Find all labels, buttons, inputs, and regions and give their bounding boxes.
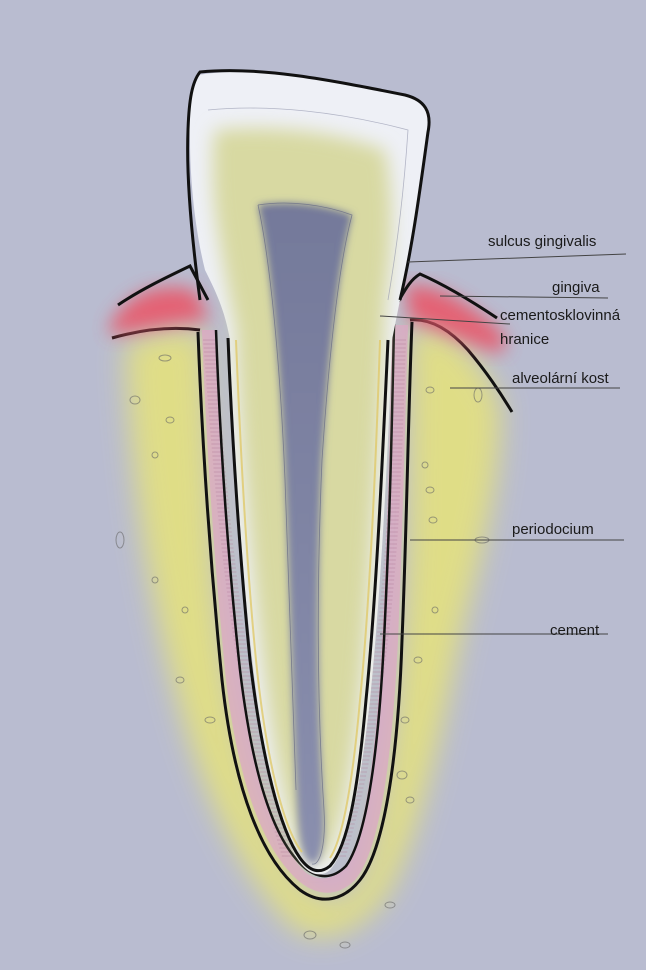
label-cej-line2: hranice	[500, 331, 549, 348]
label-alveolar-bone: alveolární kost	[512, 370, 610, 387]
label-cement: cement	[550, 622, 600, 639]
label-sulcus-gingivalis: sulcus gingivalis	[488, 233, 596, 250]
label-gingiva: gingiva	[552, 279, 600, 296]
label-cej-line1: cementosklovinná	[500, 307, 621, 324]
label-periodontium: periodocium	[512, 521, 594, 538]
